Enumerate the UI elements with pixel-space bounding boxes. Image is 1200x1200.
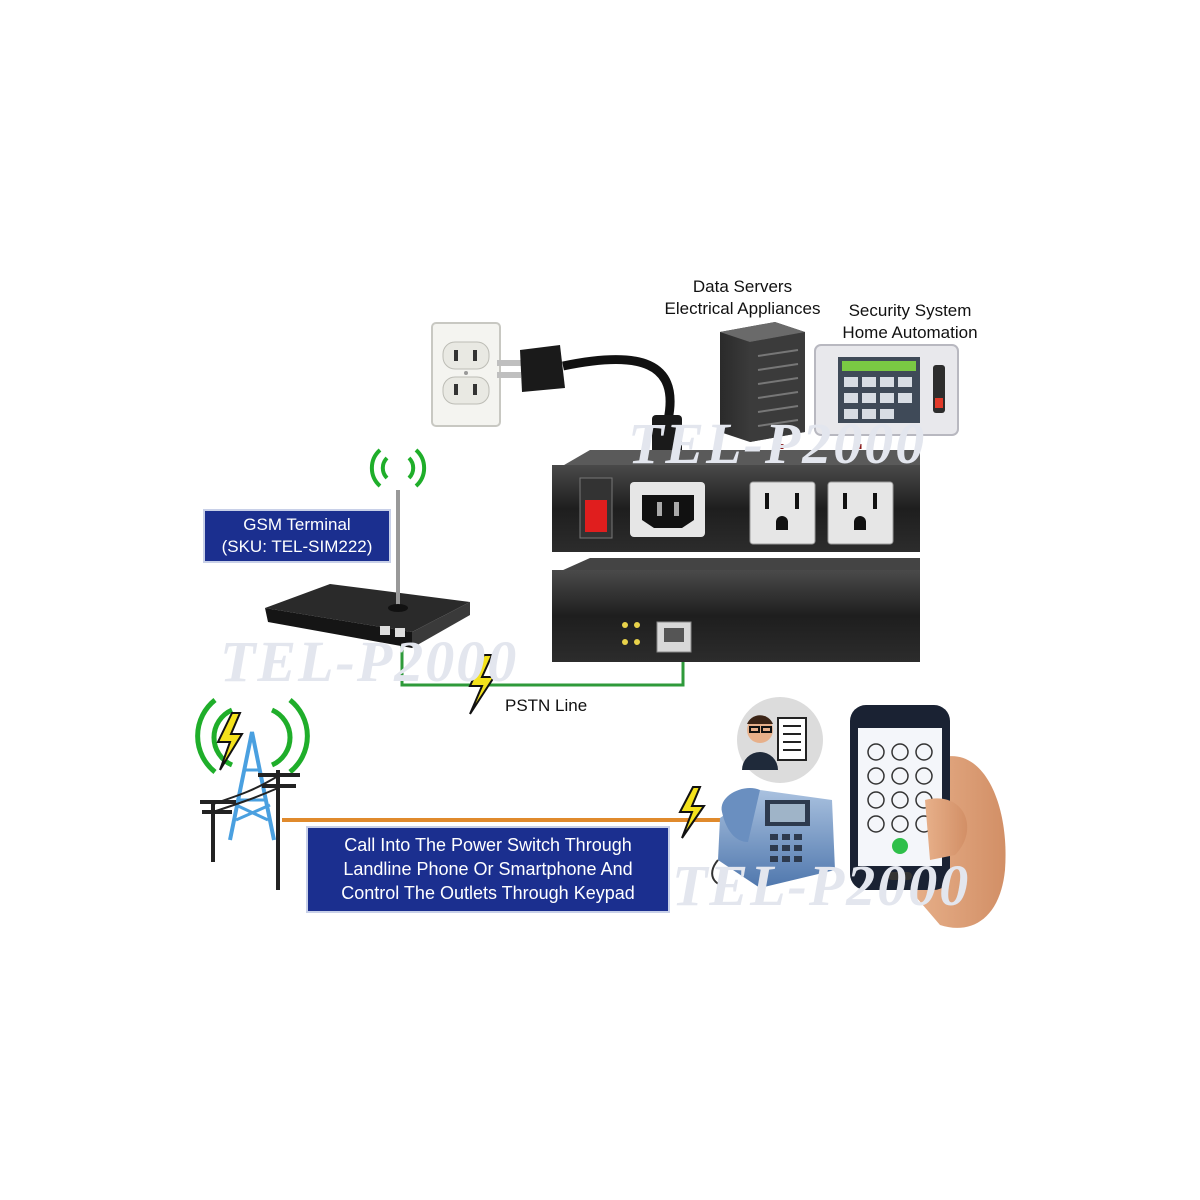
servers-label-line2: Electrical Appliances bbox=[664, 299, 821, 318]
watermark-middle: TEL-P2000 bbox=[220, 629, 519, 694]
gsm-terminal-label-line1: GSM Terminal bbox=[243, 515, 351, 534]
security-label-line2: Home Automation bbox=[842, 323, 978, 342]
server-tower-icon bbox=[720, 322, 805, 442]
wall-outlet-icon bbox=[431, 322, 501, 427]
keypad-panel-icon bbox=[814, 344, 959, 436]
utility-pole-icon bbox=[200, 770, 300, 890]
watermark-bottom: TEL-P2000 bbox=[672, 853, 971, 918]
security-label: Security System Home Automation bbox=[830, 300, 990, 344]
security-label-line1: Security System bbox=[848, 301, 972, 320]
caption-line3: Control The Outlets Through Keypad bbox=[341, 883, 635, 903]
caption-line1: Call Into The Power Switch Through bbox=[344, 835, 632, 855]
desk-phone-icon bbox=[711, 787, 835, 888]
gsm-terminal-label-line2: (SKU: TEL-SIM222) bbox=[221, 537, 373, 556]
caption-box: Call Into The Power Switch Through Landl… bbox=[306, 826, 670, 913]
watermark-top: TEL-P2000 bbox=[628, 411, 927, 476]
servers-label: Data Servers Electrical Appliances bbox=[650, 276, 835, 320]
lightning-bolt-icon bbox=[216, 654, 706, 839]
gsm-terminal-label: GSM Terminal (SKU: TEL-SIM222) bbox=[203, 509, 391, 563]
pstn-label: PSTN Line bbox=[505, 696, 588, 715]
caption-line2: Landline Phone Or Smartphone And bbox=[343, 859, 633, 879]
power-switch-device-icon bbox=[552, 450, 920, 662]
antenna-signal-icon bbox=[369, 448, 427, 488]
servers-label-line1: Data Servers bbox=[692, 277, 793, 296]
gsm-terminal-icon bbox=[265, 490, 470, 648]
agent-avatar-icon bbox=[737, 697, 823, 783]
smartphone-icon bbox=[850, 705, 1006, 928]
